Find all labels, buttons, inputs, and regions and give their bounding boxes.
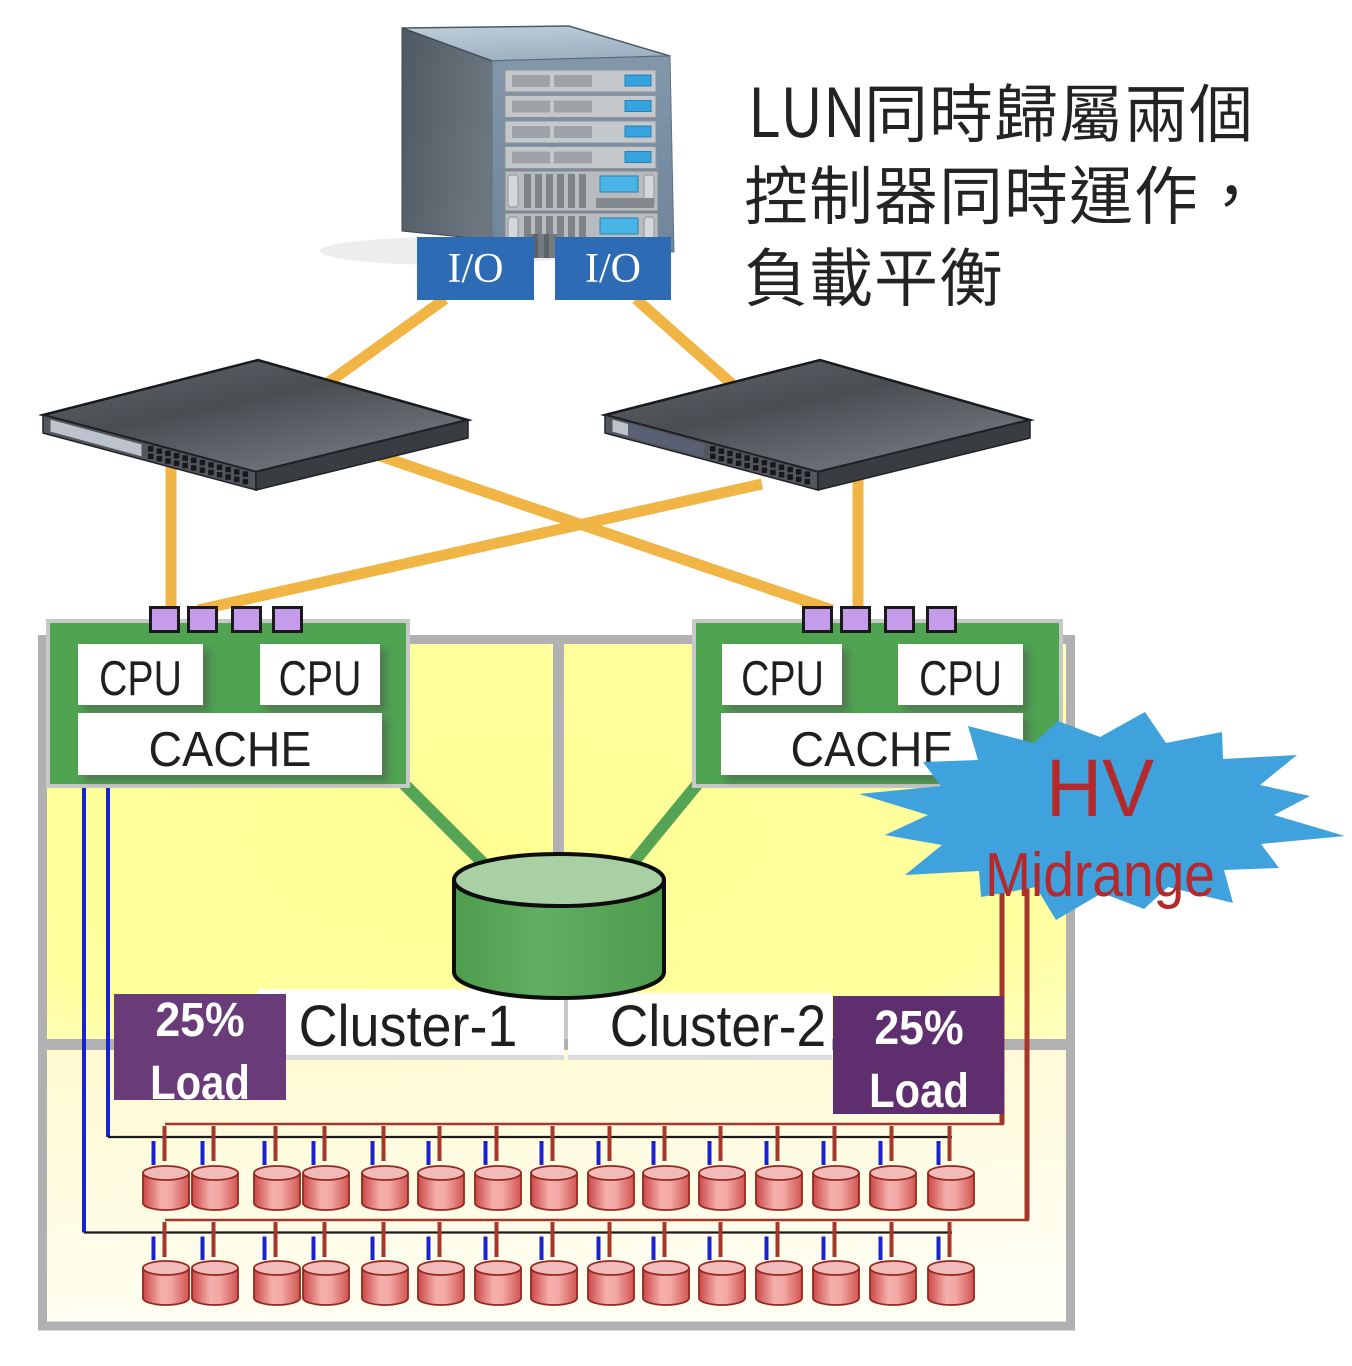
svg-text:25%: 25% xyxy=(874,1001,963,1055)
svg-text:CPU: CPU xyxy=(99,652,182,706)
svg-text:CPU: CPU xyxy=(741,652,824,706)
svg-text:CPU: CPU xyxy=(279,652,362,706)
svg-text:Load: Load xyxy=(869,1063,969,1117)
svg-text:Load: Load xyxy=(150,1055,250,1109)
svg-text:Cluster-1: Cluster-1 xyxy=(299,993,518,1058)
svg-text:Midrange: Midrange xyxy=(985,841,1215,910)
svg-text:CPU: CPU xyxy=(919,652,1002,706)
svg-text:25%: 25% xyxy=(155,993,244,1047)
svg-text:CACHE: CACHE xyxy=(149,723,312,777)
svg-text:HV: HV xyxy=(1046,742,1154,833)
svg-text:Cluster-2: Cluster-2 xyxy=(610,994,826,1059)
svg-text:CACHE: CACHE xyxy=(791,723,954,777)
